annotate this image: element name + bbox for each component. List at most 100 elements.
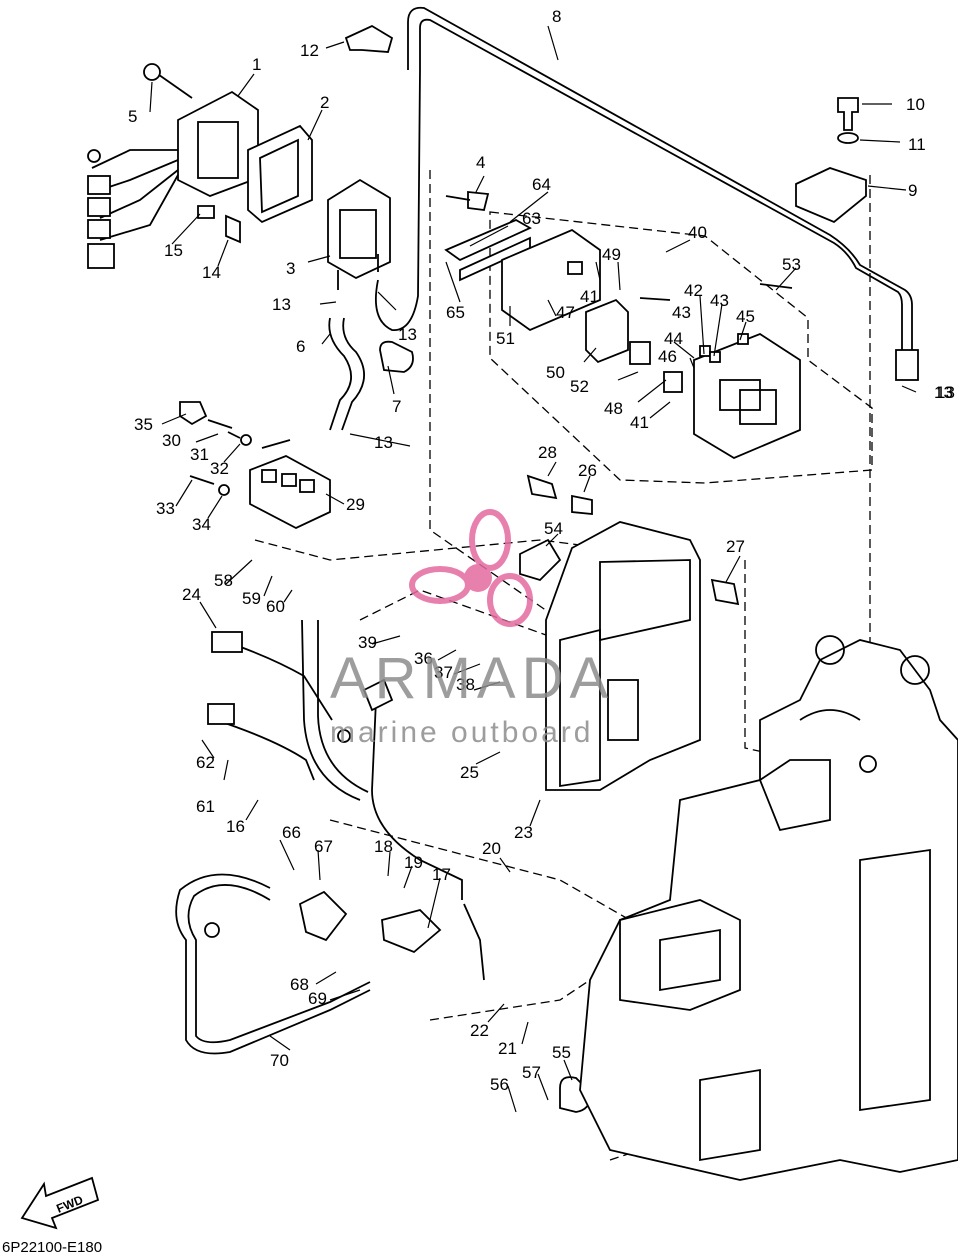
callout-30: 30 (162, 431, 181, 450)
callout-27: 27 (726, 537, 745, 556)
part-9-10-11 (795, 97, 867, 224)
callout-34: 34 (192, 515, 211, 534)
callout-11: 11 (908, 135, 926, 154)
callout-41a: 41 (580, 287, 599, 306)
callout-24: 24 (182, 585, 201, 604)
callout-5: 5 (128, 107, 137, 126)
callout-58: 58 (214, 571, 233, 590)
callout-28: 28 (538, 443, 557, 462)
callout-33: 33 (156, 499, 175, 518)
callout-13a: 13 (272, 295, 291, 314)
part-2-gasket (247, 124, 313, 224)
callout-29: 29 (346, 495, 365, 514)
ecu-assembly-40 (444, 218, 801, 460)
watermark: ARMADA marine outboard (330, 509, 614, 749)
callout-65: 65 (446, 303, 465, 322)
callout-50: 50 (546, 363, 565, 382)
callout-15: 15 (164, 241, 183, 260)
callout-3: 3 (286, 259, 295, 278)
callout-12: 12 (300, 41, 319, 60)
callout-49: 49 (602, 245, 621, 264)
callout-62: 62 (196, 753, 215, 772)
hose-6 (328, 317, 365, 431)
propeller-logo (409, 509, 533, 627)
callout-60: 60 (266, 597, 285, 616)
callout-36: 36 (414, 649, 433, 668)
callout-19: 19 (404, 853, 423, 872)
callout-61: 61 (196, 797, 215, 816)
callout-10: 10 (906, 95, 925, 114)
callout-2: 2 (320, 93, 329, 112)
callout-53: 53 (782, 255, 801, 274)
callout-69: 69 (308, 989, 327, 1008)
callout-17: 17 (432, 865, 451, 884)
callout-13e: 13 (936, 383, 955, 402)
callout-32: 32 (210, 459, 229, 478)
clamp-7 (379, 340, 414, 373)
callout-45: 45 (736, 307, 755, 326)
callout-4: 4 (476, 153, 485, 172)
callout-47: 47 (556, 303, 575, 322)
callout-13b: 13 (398, 325, 417, 344)
callout-13c: 13 (374, 433, 393, 452)
callout-51: 51 (496, 329, 515, 348)
callout-23: 23 (514, 823, 533, 842)
callout-8: 8 (552, 7, 561, 26)
callout-22: 22 (470, 1021, 489, 1040)
callout-66: 66 (282, 823, 301, 842)
callout-43a: 43 (672, 303, 691, 322)
callout-42: 42 (684, 281, 703, 300)
part-23-bracket (519, 521, 701, 791)
callout-70: 70 (270, 1051, 289, 1070)
diagram-code: 6P22100-E180 (2, 1239, 102, 1256)
callout-6: 6 (296, 337, 305, 356)
leader-lines (149, 25, 917, 1113)
callout-31: 31 (190, 445, 209, 464)
callout-labels: 1 2 3 4 5 6 7 8 9 10 11 12 13 13 13 13 1… (128, 7, 955, 1094)
callout-55: 55 (552, 1043, 571, 1062)
callout-46: 46 (658, 347, 677, 366)
callout-38: 38 (456, 675, 475, 694)
callout-18: 18 (374, 837, 393, 856)
watermark-brand: ARMADA (330, 646, 614, 711)
callout-37: 37 (434, 663, 453, 682)
clip-12 (344, 24, 394, 53)
power-head (579, 635, 958, 1181)
part-29-rectifier (249, 439, 331, 530)
callout-64: 64 (532, 175, 551, 194)
callout-52: 52 (570, 377, 589, 396)
callout-54: 54 (544, 519, 563, 538)
wire-harness-61 (207, 619, 463, 900)
callout-1: 1 (252, 55, 261, 74)
callout-35: 35 (134, 415, 153, 434)
hose-8 (407, 6, 919, 381)
fwd-arrow: FWD (20, 1176, 100, 1230)
callout-56: 56 (490, 1075, 509, 1094)
callout-63: 63 (522, 209, 541, 228)
callout-14: 14 (202, 263, 221, 282)
callout-39: 39 (358, 633, 377, 652)
watermark-tagline: marine outboard (330, 716, 593, 749)
callout-20: 20 (482, 839, 501, 858)
callout-16: 16 (226, 817, 245, 836)
callout-9: 9 (908, 181, 917, 200)
callout-7: 7 (392, 397, 401, 416)
callout-67: 67 (314, 837, 333, 856)
callout-57: 57 (522, 1063, 541, 1082)
callout-59: 59 (242, 589, 261, 608)
callout-44: 44 (664, 329, 683, 348)
battery-cable-70 (175, 873, 485, 1055)
callout-41b: 41 (630, 413, 649, 432)
part-3-holder (327, 69, 421, 331)
callout-48: 48 (604, 399, 623, 418)
callout-25: 25 (460, 763, 479, 782)
callout-21: 21 (498, 1039, 517, 1058)
callout-68: 68 (290, 975, 309, 994)
fasteners-left (179, 191, 490, 496)
callout-13d: 13 (934, 383, 953, 402)
callout-40: 40 (688, 223, 707, 242)
callout-26: 26 (578, 461, 597, 480)
callout-43b: 43 (710, 291, 729, 310)
parts-26-27-28 (526, 474, 740, 606)
